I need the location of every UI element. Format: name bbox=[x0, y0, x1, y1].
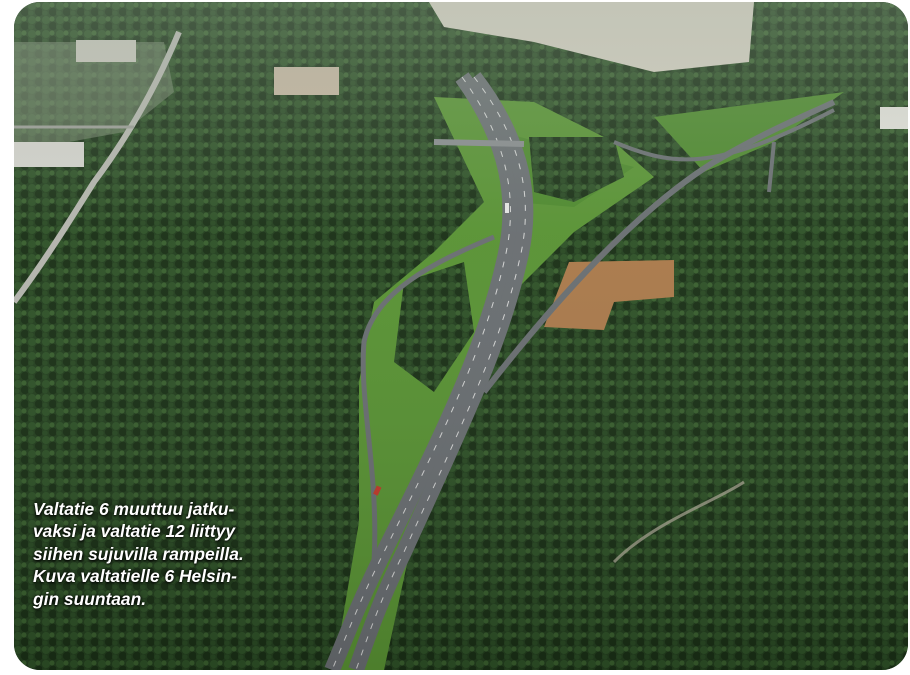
aerial-highway-rendering bbox=[14, 2, 908, 670]
photo-caption: Valtatie 6 muuttuu jatku- vaksi ja valta… bbox=[33, 499, 244, 609]
aerial-photo-frame: Valtatie 6 muuttuu jatku- vaksi ja valta… bbox=[14, 2, 908, 670]
